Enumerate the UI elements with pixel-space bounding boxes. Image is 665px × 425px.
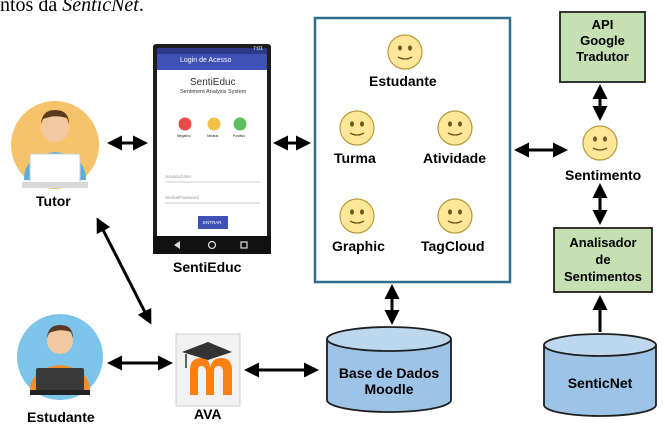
dash-atividade-label: Atividade xyxy=(423,150,487,166)
estudante-user-label: Estudante xyxy=(27,409,95,425)
phone-status-time: 7:01 xyxy=(253,46,263,52)
tagcloud-smiley-icon xyxy=(437,198,473,234)
dash-graphic-label: Graphic xyxy=(332,238,385,254)
figure-caption: ntos da SenticNet. xyxy=(0,0,144,16)
tutor-avatar xyxy=(11,101,99,189)
dash-estudante-label: Estudante xyxy=(369,73,437,89)
estudante-smiley-icon xyxy=(387,34,423,70)
phone-app-title: SentiEduc xyxy=(190,77,236,88)
sentimento-smiley-icon xyxy=(582,125,618,161)
api-google-box xyxy=(559,11,646,83)
arrows xyxy=(96,84,608,378)
senticnet-label: SenticNet xyxy=(567,375,633,391)
analisador-box xyxy=(553,227,653,293)
dash-tagcloud-label: TagCloud xyxy=(421,238,485,254)
estudante-avatar xyxy=(17,314,103,400)
base-dados-cylinder xyxy=(326,326,452,413)
phone-login-button[interactable]: ENTRAR xyxy=(203,220,222,225)
sentieduc-phone xyxy=(153,44,271,254)
dash-turma-label: Turma xyxy=(334,150,376,166)
turma-smiley-icon xyxy=(339,110,375,146)
phone-password-field[interactable]: Senha/Password xyxy=(165,195,200,200)
moodle-logo xyxy=(175,333,241,407)
phone-face-label-negativo: Negativo xyxy=(177,134,191,138)
sentimento-label: Sentimento xyxy=(565,167,642,183)
graphic-smiley-icon xyxy=(339,198,375,234)
sentieduc-label: SentiEduc xyxy=(173,259,242,275)
base-dados-label: Base de Dados Moodle xyxy=(338,365,440,397)
phone-face-label-neutral: Neutral xyxy=(207,134,219,138)
phone-subtitle: Sentiment Analysis System xyxy=(180,89,247,95)
senticnet-cylinder xyxy=(543,333,657,417)
phone-face-label-positivo: Positivo xyxy=(233,134,246,138)
ava-label: AVA xyxy=(194,406,222,422)
phone-user-field[interactable]: Usuário/User xyxy=(165,174,192,179)
tutor-label: Tutor xyxy=(36,193,71,209)
analisador-label: Analisador de Sentimentos xyxy=(563,235,642,284)
atividade-smiley-icon xyxy=(437,110,473,146)
api-google-label: API Google Tradutor xyxy=(576,17,629,64)
phone-header: Login de Acesso xyxy=(180,57,232,64)
